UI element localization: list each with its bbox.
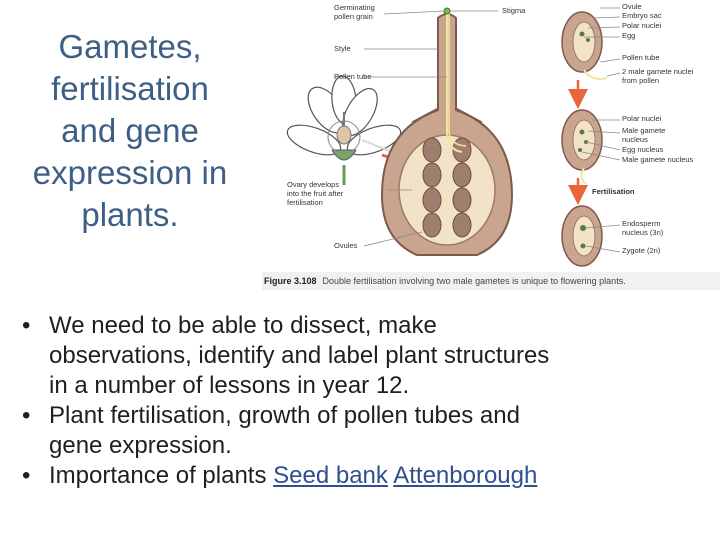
ovule-stage-1	[561, 11, 608, 80]
label-male-gamete-1: Male gamete	[622, 126, 666, 135]
title-line: expression in	[32, 154, 228, 191]
label-egg-nucleus: Egg nucleus	[622, 145, 664, 154]
title-line: Gametes,	[58, 28, 202, 65]
label-two-male-gamete-2: from pollen	[622, 76, 660, 85]
title-line: fertilisation	[51, 70, 209, 107]
label-embryo-sac: Embryo sac	[622, 11, 662, 20]
label-egg: Egg	[622, 31, 636, 40]
label-ovary-2: into the fruit after	[287, 189, 344, 198]
bullet-item: • We need to be able to dissect, make ob…	[22, 311, 712, 401]
bullet-text: Importance of plants	[49, 462, 274, 489]
label-zygote: Zygote (2n)	[622, 246, 661, 255]
attenborough-link[interactable]: Attenborough	[393, 462, 538, 489]
label-style: Style	[334, 44, 351, 53]
label-pollen-tube-right: Pollen tube	[622, 53, 660, 62]
label-endosperm-2: nucleus (3n)	[622, 228, 664, 237]
pistil-illustration	[380, 7, 514, 256]
label-fertilisation: Fertilisation	[592, 187, 635, 196]
bullet-line: gene expression.	[49, 432, 232, 459]
slide-title: Gametes, fertilisation and gene expressi…	[10, 26, 250, 236]
bullet-list: • We need to be able to dissect, make ob…	[22, 311, 712, 491]
label-ovary-3: fertilisation	[287, 198, 323, 207]
label-male-gamete-2: nucleus	[622, 135, 648, 144]
label-ovule: Ovule	[622, 2, 642, 11]
label-pollen-grain: pollen grain	[334, 12, 373, 21]
bullet-marker: •	[22, 462, 31, 489]
bullet-item: • Importance of plants Seed bank Attenbo…	[22, 461, 712, 491]
double-fertilisation-figure: Germinating pollen grain Style Pollen tu…	[262, 0, 720, 290]
seed-bank-link[interactable]: Seed bank	[273, 462, 388, 489]
label-two-male-gamete-1: 2 male gamete nuclei	[622, 67, 694, 76]
bullet-line: observations, identify and label plant s…	[49, 342, 550, 369]
bullet-line: Plant fertilisation, growth of pollen tu…	[49, 402, 520, 429]
figure-caption: Figure 3.108 Double fertilisation involvi…	[262, 272, 720, 290]
label-stigma: Stigma	[502, 6, 526, 15]
bullet-marker: •	[22, 312, 31, 339]
bullet-line: We need to be able to dissect, make	[49, 312, 437, 339]
ovule-stage-2	[561, 109, 603, 185]
title-line: plants.	[81, 196, 179, 233]
label-ovules: Ovules	[334, 241, 358, 250]
caption-text: Double fertilisation involving two male …	[322, 276, 626, 286]
flower-illustration	[286, 75, 402, 185]
bullet-item: • Plant fertilisation, growth of pollen …	[22, 401, 712, 461]
label-polar-nuclei: Polar nuclei	[622, 21, 662, 30]
title-line: and gene	[61, 112, 199, 149]
label-pollen-tube: Pollen tube	[334, 72, 372, 81]
ovule-stage-3	[561, 205, 603, 267]
bullet-marker: •	[22, 402, 31, 429]
label-male-gamete-nucleus: Male gamete nucleus	[622, 155, 694, 164]
label-ovary-1: Ovary develops	[287, 180, 340, 189]
label-germinating: Germinating	[334, 3, 375, 12]
label-endosperm-1: Endosperm	[622, 219, 661, 228]
bullet-line: Importance of plants Seed bank Attenboro…	[49, 461, 712, 491]
label-polar-nuclei-2: Polar nuclei	[622, 114, 662, 123]
figure-illustration	[286, 7, 621, 267]
caption-number: Figure 3.108	[264, 276, 317, 286]
bullet-line: in a number of lessons in year 12.	[49, 372, 410, 399]
